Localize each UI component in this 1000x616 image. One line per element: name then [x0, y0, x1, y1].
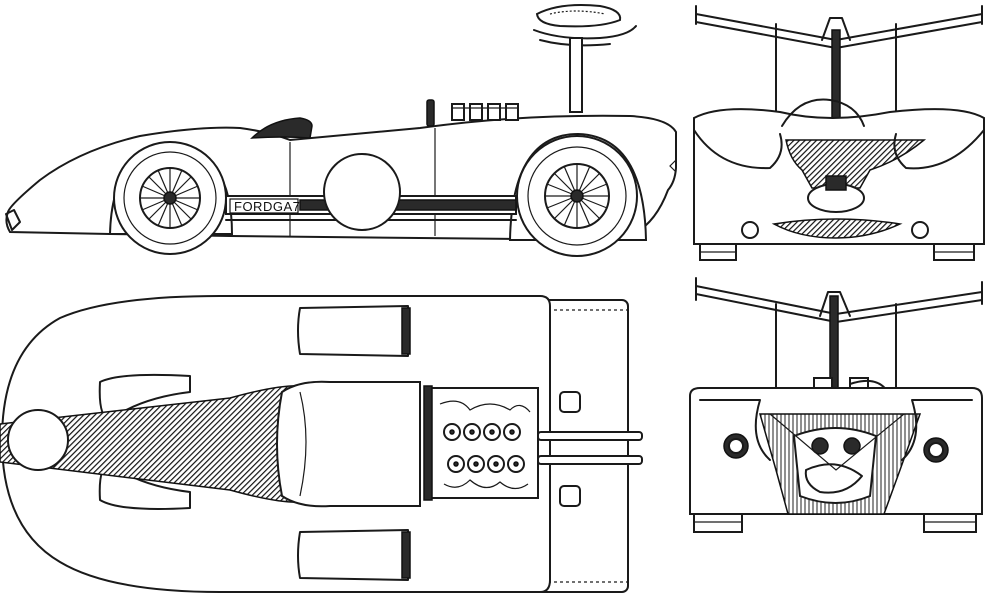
side-number-roundel [323, 153, 401, 231]
side-rear-wheel [516, 135, 638, 257]
side-front-wheel [113, 141, 227, 255]
top-cockpit [276, 380, 421, 508]
top-view [0, 295, 643, 593]
side-windscreen [250, 117, 313, 139]
top-number-roundel [7, 409, 69, 471]
side-rear-wing [533, 4, 637, 113]
rear-view-engine [689, 277, 983, 533]
side-intakes [451, 103, 519, 121]
top-exhaust-pipes [537, 391, 643, 507]
side-livery-text: FORDGA7 [234, 199, 300, 214]
side-view: FORDGA7 [5, 4, 677, 257]
top-engine-bay [425, 387, 539, 499]
top-engine-cylinders [439, 400, 531, 490]
rear-view [693, 5, 985, 261]
